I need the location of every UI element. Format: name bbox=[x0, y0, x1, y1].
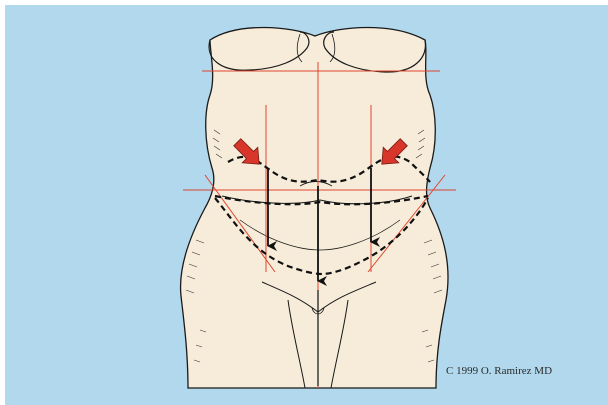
copyright-caption: C 1999 O. Ramirez MD bbox=[446, 365, 552, 377]
torso-silhouette bbox=[181, 28, 448, 389]
